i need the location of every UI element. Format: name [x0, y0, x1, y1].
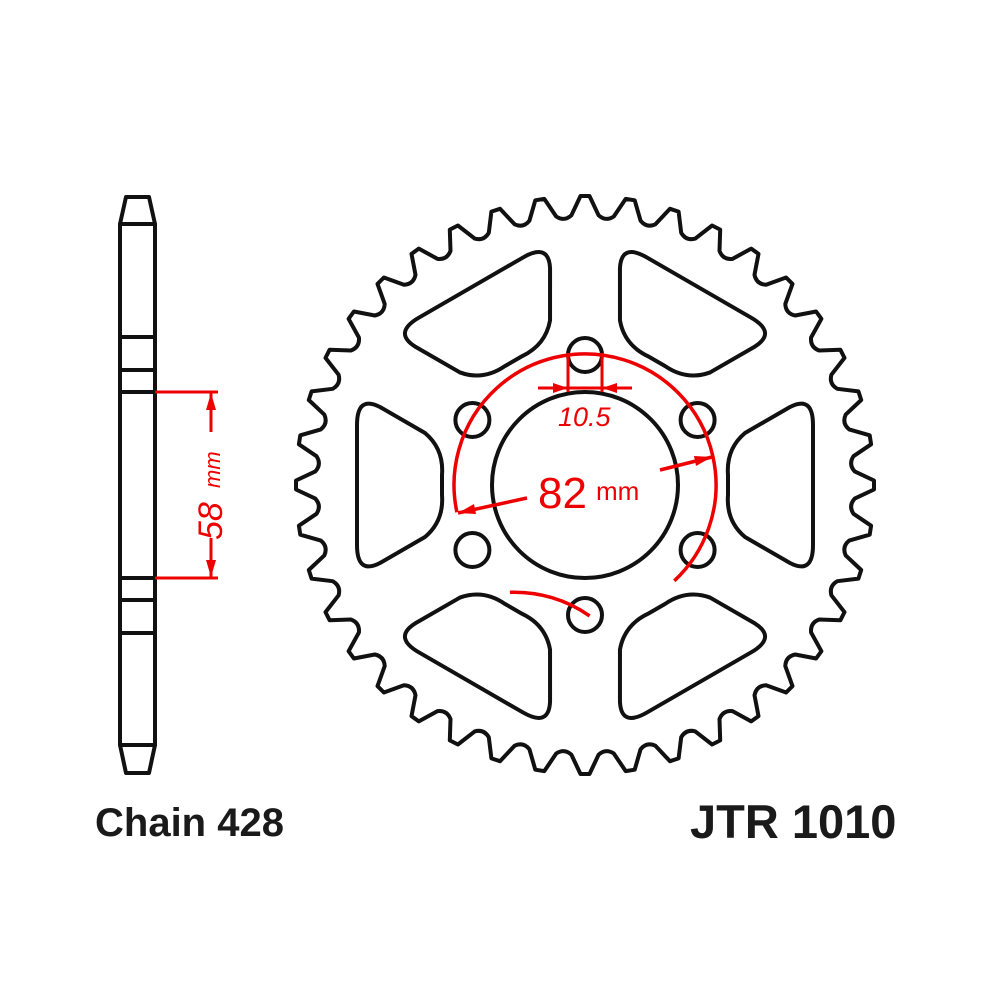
bolt-hole: [678, 531, 717, 569]
lightening-windows: [355, 250, 815, 720]
profile-gap-1: [118, 335, 157, 372]
lightening-window: [403, 592, 553, 720]
sprocket-teeth-outline: [294, 194, 876, 776]
profile-top-tip: [118, 195, 157, 225]
bolt-hole: [453, 401, 492, 439]
bolt-hole: [678, 401, 717, 439]
bolt-hole-value: 10.5: [558, 402, 612, 432]
bolt-circle-arc-main: [452, 352, 718, 583]
center-bore: [490, 390, 680, 580]
profile-bottom-tip: [118, 744, 157, 775]
bolt-hole-dimension: 10.5: [538, 353, 632, 432]
bolt-hole: [566, 596, 604, 634]
side-profile: [118, 195, 157, 775]
lightening-window: [355, 401, 445, 569]
bolt-circle-dimension: 82 mm: [452, 352, 718, 618]
bolt-circle-arc-lower: [509, 590, 591, 618]
profile-hatch-3: [118, 576, 157, 602]
profile-hatch-1: [118, 222, 157, 339]
part-number: JTR 1010: [690, 795, 896, 848]
bore-dimension-unit: mm: [200, 451, 225, 488]
profile-hatch-4: [118, 631, 157, 747]
profile-hatch-2: [118, 368, 157, 394]
lightening-window: [725, 401, 815, 569]
lightening-window: [403, 250, 553, 378]
bore-dimension-value: 58: [192, 502, 230, 540]
bolt-circle-unit: mm: [596, 476, 639, 506]
lightening-window: [617, 250, 767, 378]
bore-dimension: 58 mm: [155, 390, 230, 580]
profile-gap-2: [118, 598, 157, 635]
bolt-circle-value: 82: [538, 469, 587, 518]
profile-bore: [118, 390, 157, 580]
bolt-hole: [453, 531, 492, 569]
chain-label: Chain 428: [95, 801, 284, 845]
lightening-window: [617, 592, 767, 720]
